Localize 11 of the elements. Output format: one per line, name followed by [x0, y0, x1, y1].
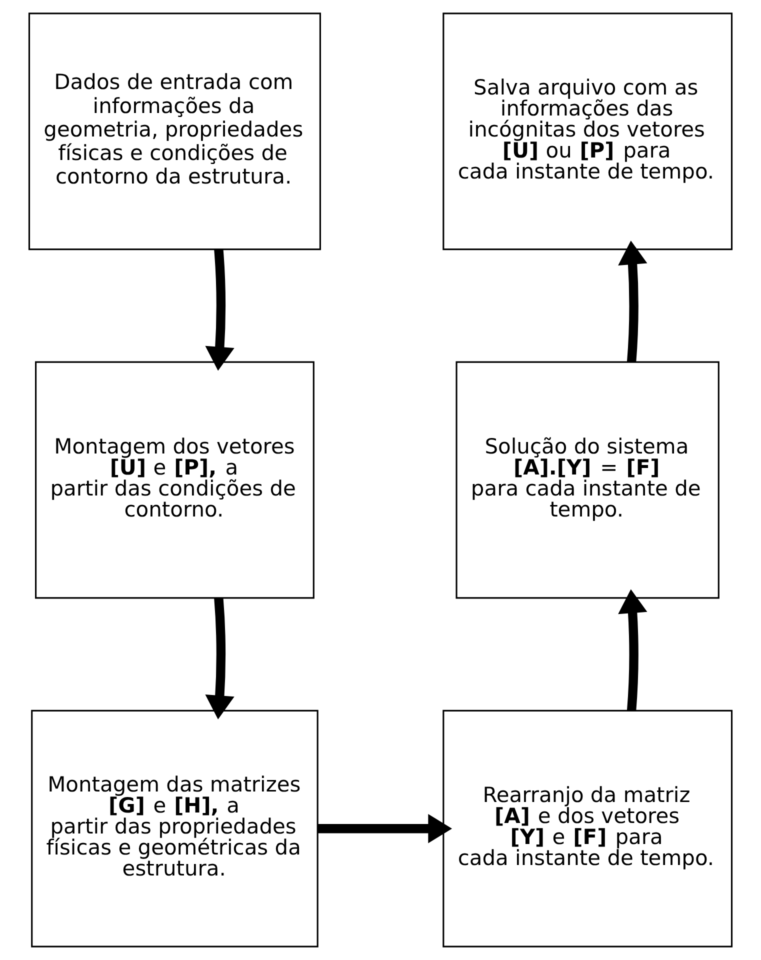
node-box: Solução do sistema [A].[Y] = [F] para cada instante de tempo. [456, 361, 720, 599]
node-box: Dados de entrada com informações da geometria, propriedades físicas e condições de contorno da estrutura. [28, 12, 321, 250]
arrow [318, 814, 452, 844]
arrow [205, 598, 234, 720]
node-box: Montagem dos vetores [U] e [P], a partir das condições de contorno. [35, 361, 314, 599]
node-box: Salva arquivo com as informações das incógnitas dos vetores [U] ou [P] para cada instante de tempo. [442, 12, 733, 250]
arrow [618, 240, 648, 362]
node-box: Rearranjo da matriz [A] e dos vetores [Y] e [F] para cada instante de tempo. [442, 710, 733, 948]
arrow [618, 589, 648, 711]
arrow [205, 249, 234, 371]
node-box: Montagem das matrizes [G] e [H], a partir das propriedades físicas e geométricas da estrutura. [31, 710, 318, 948]
